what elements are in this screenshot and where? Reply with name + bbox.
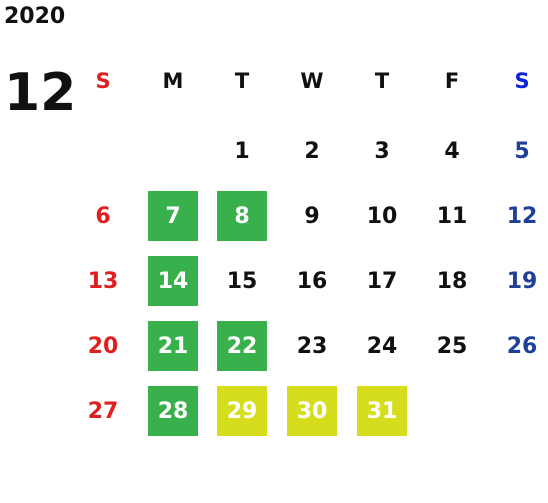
day-cell-highlighted[interactable]: 28 <box>148 386 198 436</box>
weekday-header-mon: M <box>162 69 184 93</box>
day-cell[interactable]: 5 <box>514 138 530 164</box>
day-cell[interactable]: 10 <box>366 203 398 229</box>
weekday-header-wed: W <box>300 69 324 93</box>
weekday-header-thu: T <box>374 69 390 93</box>
weekday-header-sat: S <box>514 69 530 93</box>
day-cell[interactable]: 2 <box>304 138 320 164</box>
day-cell[interactable]: 17 <box>366 268 398 294</box>
day-cell[interactable]: 24 <box>366 333 398 359</box>
day-cell[interactable]: 16 <box>296 268 328 294</box>
day-cell-highlighted[interactable]: 22 <box>217 321 267 371</box>
day-cell[interactable]: 15 <box>226 268 258 294</box>
day-cell[interactable]: 26 <box>506 333 538 359</box>
day-cell-highlighted[interactable]: 14 <box>148 256 198 306</box>
year-label: 2020 <box>4 4 66 29</box>
day-cell[interactable]: 4 <box>444 138 460 164</box>
day-cell-highlighted[interactable]: 29 <box>217 386 267 436</box>
day-cell[interactable]: 19 <box>506 268 538 294</box>
day-cell-highlighted[interactable]: 30 <box>287 386 337 436</box>
day-cell[interactable]: 27 <box>87 398 119 424</box>
day-cell[interactable]: 1 <box>234 138 250 164</box>
month-number: 12 <box>4 63 77 123</box>
day-cell[interactable]: 23 <box>296 333 328 359</box>
day-cell[interactable]: 9 <box>304 203 320 229</box>
day-cell-highlighted[interactable]: 8 <box>217 191 267 241</box>
day-cell[interactable]: 12 <box>506 203 538 229</box>
weekday-header-sun: S <box>95 69 111 93</box>
weekday-header-fri: F <box>444 69 460 93</box>
day-cell-highlighted[interactable]: 21 <box>148 321 198 371</box>
weekday-header-tue: T <box>234 69 250 93</box>
day-cell-highlighted[interactable]: 31 <box>357 386 407 436</box>
day-cell[interactable]: 13 <box>87 268 119 294</box>
day-cell[interactable]: 18 <box>436 268 468 294</box>
day-cell[interactable]: 20 <box>87 333 119 359</box>
day-cell[interactable]: 25 <box>436 333 468 359</box>
day-cell[interactable]: 6 <box>95 203 111 229</box>
day-cell[interactable]: 11 <box>436 203 468 229</box>
day-cell-highlighted[interactable]: 7 <box>148 191 198 241</box>
day-cell[interactable]: 3 <box>374 138 390 164</box>
